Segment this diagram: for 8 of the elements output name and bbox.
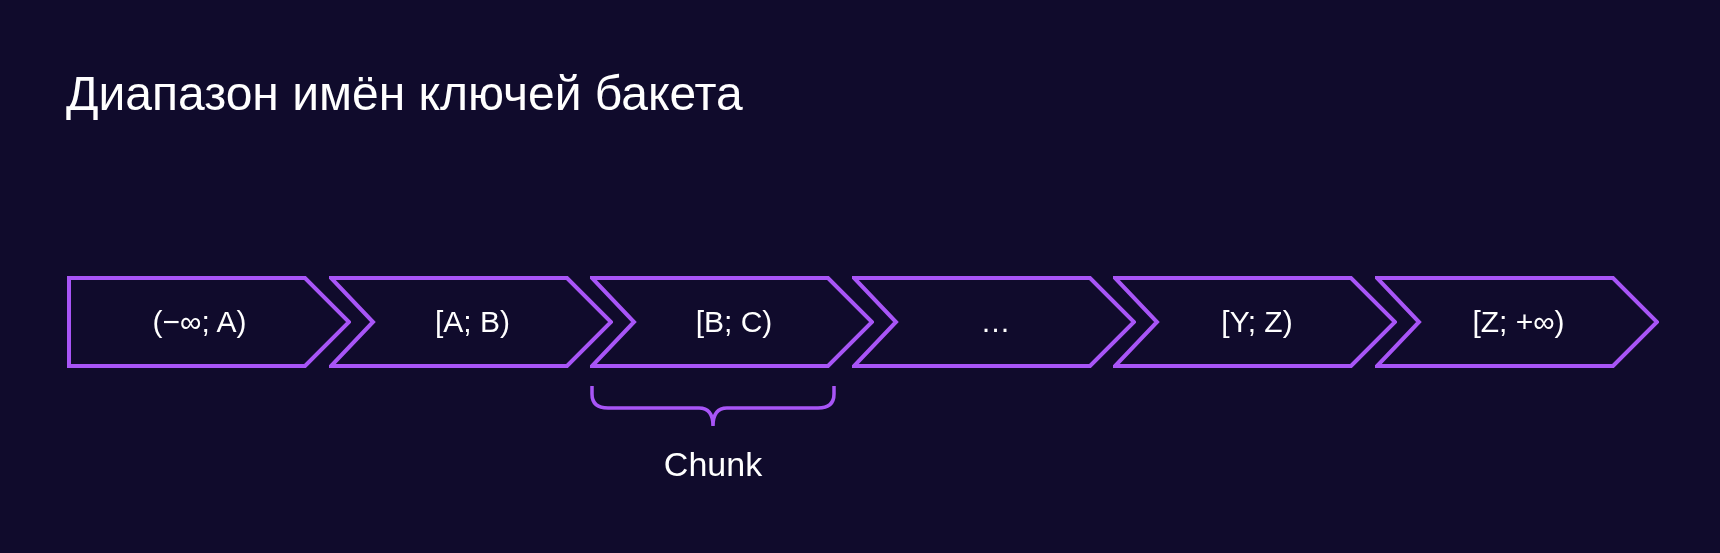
range-label: [Z; +∞): [1472, 305, 1565, 339]
range-label: [B; C): [695, 305, 773, 339]
title: Диапазон имён ключей бакета: [66, 66, 743, 121]
range-label: [Y; Z): [1221, 305, 1293, 339]
range-label: …: [980, 305, 1011, 339]
brace-label: Chunk: [663, 445, 763, 484]
range-label: (−∞; A): [152, 305, 247, 339]
range-label: [A; B): [435, 305, 510, 339]
